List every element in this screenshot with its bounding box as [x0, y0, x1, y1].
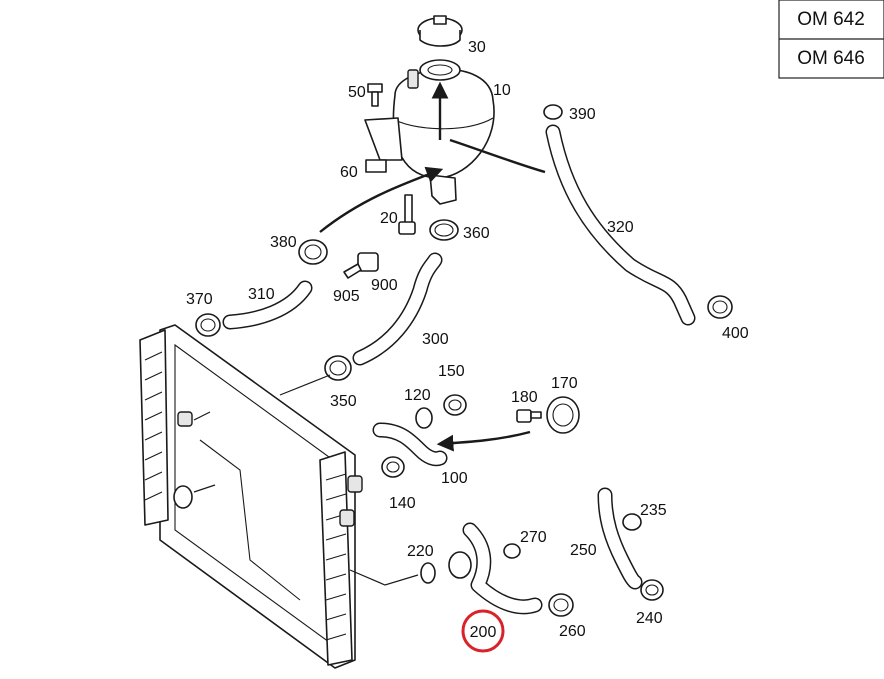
label-60: 60: [340, 164, 358, 181]
bolt: [367, 83, 383, 107]
hose-320: [545, 124, 696, 326]
label-320: 320: [607, 219, 634, 236]
hose-250: [597, 487, 643, 590]
hose-310: [222, 280, 313, 330]
engine-code-om646: OM 646: [797, 48, 865, 69]
clamp-150: [443, 394, 467, 416]
label-30: 30: [468, 39, 486, 56]
seal-ring-220: [420, 562, 436, 584]
clamp-380: [298, 239, 328, 265]
level-sensor: [398, 194, 416, 235]
label-250: 250: [570, 542, 597, 559]
clamp-270: [503, 543, 521, 559]
label-350: 350: [330, 393, 357, 410]
label-200[interactable]: 200: [470, 624, 497, 641]
hose-300: [352, 252, 443, 366]
highlight-circle: [461, 609, 505, 653]
label-240: 240: [636, 610, 663, 627]
highlighted-part-200[interactable]: 200: [461, 609, 505, 653]
clamp-400: [707, 295, 733, 319]
label-905: 905: [333, 288, 360, 305]
clamp-390: [543, 104, 563, 120]
expansion-tank: [364, 59, 495, 205]
clamp-235: [622, 513, 642, 531]
label-370: 370: [186, 291, 213, 308]
radiator: [139, 324, 363, 669]
engine-code-om642: OM 642: [797, 9, 865, 30]
connector-900: [343, 252, 379, 279]
label-50: 50: [348, 84, 366, 101]
label-20: 20: [380, 210, 398, 227]
hose-200: [448, 522, 543, 615]
sensor-180: [516, 409, 542, 423]
engine-code-box: OM 642 OM 646: [778, 0, 884, 79]
label-400: 400: [722, 325, 749, 342]
label-220: 220: [407, 543, 434, 560]
clamp-240: [640, 579, 664, 601]
cap: [417, 15, 463, 47]
part-labels: 30 50 10 390 60 20 320 360 380 900 905 3…: [186, 39, 749, 640]
label-260: 260: [559, 623, 586, 640]
clamp-140: [381, 456, 405, 478]
label-150: 150: [438, 363, 465, 380]
clamp-170: [546, 396, 580, 434]
clamp-360: [429, 219, 459, 241]
hose-100: [372, 422, 448, 467]
clip: [365, 159, 387, 173]
label-310: 310: [248, 286, 275, 303]
label-100: 100: [441, 470, 468, 487]
label-180: 180: [511, 389, 538, 406]
label-270: 270: [520, 529, 547, 546]
label-300: 300: [422, 331, 449, 348]
label-380: 380: [270, 234, 297, 251]
label-140: 140: [389, 495, 416, 512]
label-360: 360: [463, 225, 490, 242]
clamp-260: [548, 593, 574, 617]
label-900: 900: [371, 277, 398, 294]
label-235: 235: [640, 502, 667, 519]
label-120: 120: [404, 387, 431, 404]
label-10: 10: [493, 82, 511, 99]
clamp-370: [195, 313, 221, 337]
clamp-350: [324, 355, 352, 381]
label-390: 390: [569, 106, 596, 123]
label-170: 170: [551, 375, 578, 392]
seal-ring-120: [415, 407, 433, 429]
leader-lines: [193, 138, 546, 586]
